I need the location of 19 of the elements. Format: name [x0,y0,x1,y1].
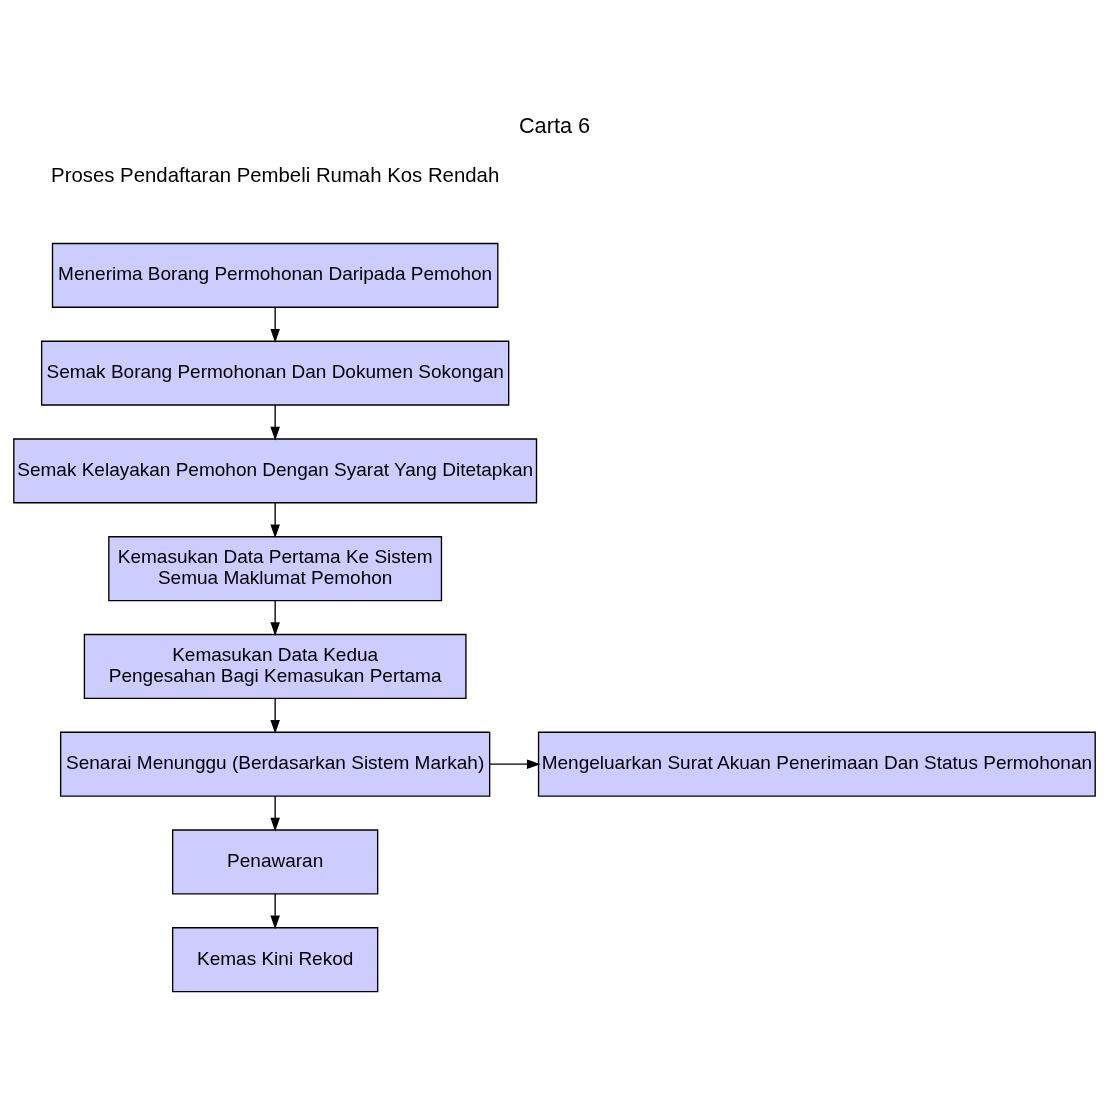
node-box: Senarai Menunggu (Berdasarkan Sistem Markah) [59,731,491,797]
node-box: Semak Kelayakan Pemohon Dengan Syarat Yang Ditetapkan [13,438,538,504]
diagram-title: Carta 6 [518,113,591,139]
arrow [270,306,280,343]
arrow [270,893,280,930]
node-box: Menerima Borang Permohonan Daripada Pemohon [51,242,499,308]
arrow [270,404,280,441]
arrow [270,502,280,539]
arrow [270,599,280,636]
arrow [270,795,280,832]
node-box: Mengeluarkan Surat Akuan Penerimaan Dan Status Permohonan [537,731,1096,797]
arrow [270,697,280,734]
label: Proses Pendaftaran Pembeli Rumah Kos Rendah [51,164,500,187]
node-box: Kemasukan Data Kedua Pengesahan Bagi Kemasukan Pertama [83,633,467,699]
node-box: Semak Borang Permohonan Dan Dokumen Sokongan [40,340,510,406]
node-box: Kemasukan Data Pertama Ke Sistem Semua Maklumat Pemohon [108,536,443,602]
arrow [489,759,541,769]
node-box: Penawaran [171,829,379,895]
node-box: Kemas Kini Rekod [171,927,379,993]
